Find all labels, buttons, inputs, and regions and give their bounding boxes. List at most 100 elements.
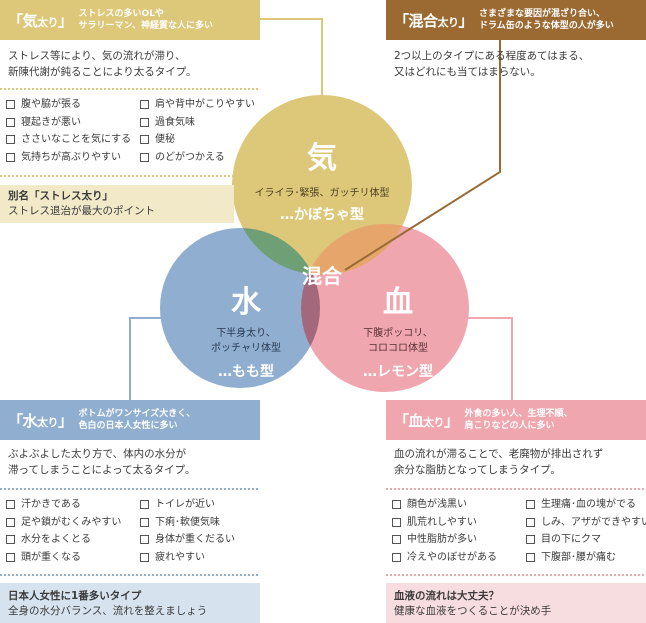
ketsu-divider [386,488,644,490]
mizu-connector-line [129,317,165,400]
checkbox-icon [526,517,535,527]
ketsu-header: 「血太り」 外食の多い人、生理不順、 肩こりなどの人に多い [386,400,646,440]
ketsu-checklist-left: 顔色が浅黒い 肌荒れしやすい 中性脂肪が多い 冷えやのぼせがある [392,496,522,566]
checkbox-icon [140,517,149,527]
checkbox-icon [140,152,149,162]
ketsu-divider-bottom [386,574,644,576]
ketsu-footer-title: 血液の流れは大丈夫？ [394,590,499,602]
ki-title: 「気太り」 [8,11,73,30]
checkbox-icon [140,117,149,127]
ki-footer-title: 別名「ストレス太り」 [8,190,113,202]
checkbox-icon [6,100,15,110]
checkbox-icon [526,500,535,510]
checkbox-icon [392,535,401,545]
mizu-description: ぶよぶよした太り方で、体内の水分が 滞ってしまうことによって太るタイプ。 [8,448,196,476]
mizu-footer: 日本人女性に1番多いタイプ 全身の水分バランス、流れを整えましょう [0,583,260,623]
list-item[interactable]: トイレが近い [140,496,260,514]
list-item[interactable]: 生理痛･血の塊がでる [526,496,646,514]
list-item[interactable]: 身体が重くだるい [140,531,260,549]
list-item[interactable]: 顔色が浅黒い [392,496,522,514]
mizu-title: 「水太り」 [8,411,73,430]
list-item[interactable]: 水分をよくとる [6,531,136,549]
checkbox-icon [140,500,149,510]
mizu-header-desc: ボトムがワンサイズ大きく、 色白の日本人女性に多い [78,409,196,431]
ketsu-sub-line1: 下腹ポッコリ、 [363,326,432,339]
list-item[interactable]: 肩や背中がこりやすい [140,96,260,114]
mizu-divider [0,488,258,490]
ki-header: 「気太り」 ストレスの多いOLや サラリーマン、神経質な人に多い [0,0,260,40]
ki-description: ストレス等により、気の流れが滞り、 新陳代謝が鈍ることにより太るタイプ。 [8,50,197,78]
ki-divider-bottom [0,175,258,177]
ki-ketsu-overlap [301,224,412,275]
mizu-type: …もも型 [218,363,274,380]
ketsu-connector-line [460,317,513,400]
checkbox-icon [140,535,149,545]
mizu-sub-line1: 下半身太り、 [216,326,276,339]
checkbox-icon [6,135,15,145]
checkbox-icon [6,152,15,162]
kongo-header-desc: さまざまな要因が混ざり合い、 ドラム缶のような体型の人が多い [479,9,614,31]
kongo-title: 「混合太り」 [394,11,474,30]
ki-checklist-right: 肩や背中がこりやすい 過食気味 便秘 のどがつかえる [140,96,260,166]
checkbox-icon [6,535,15,545]
list-item[interactable]: 下腹部･腰が痛む [526,549,646,567]
checkbox-icon [6,552,15,562]
ketsu-footer: 血液の流れは大丈夫？ 健康な血液をつくることが決め手 [386,583,646,623]
list-item[interactable]: 寝起きが悪い [6,114,136,132]
list-item[interactable]: ささいなことを気にする [6,131,136,149]
ki-connector-line [260,18,323,98]
mizu-divider-bottom [0,574,258,576]
kongo-description: 2つ以上のタイプにある程度あてはまる、 又はどれにも当てはまらない。 [394,50,590,78]
ketsu-type: …レモン型 [363,363,433,380]
list-item[interactable]: 汗かきである [6,496,136,514]
checkbox-icon [140,100,149,110]
checkbox-icon [392,500,401,510]
list-item[interactable]: 便秘 [140,131,260,149]
checkbox-icon [6,517,15,527]
list-item[interactable]: 中性脂肪が多い [392,531,522,549]
list-item[interactable]: しみ、アザができやすい [526,514,646,532]
checkbox-icon [526,535,535,545]
mizu-checklist-left: 汗かきである 足や鎖がむくみやすい 水分をよくとる 頭が重くなる [6,496,136,566]
list-item[interactable]: のどがつかえる [140,149,260,167]
checkbox-icon [140,135,149,145]
list-item[interactable]: 足や鎖がむくみやすい [6,514,136,532]
ki-type: …かぼちゃ型 [280,206,364,223]
list-item[interactable]: 下痢･軟便気味 [140,514,260,532]
list-item[interactable]: 腹や脇が張る [6,96,136,114]
list-item[interactable]: 冷えやのぼせがある [392,549,522,567]
ki-footer-body: ストレス退治が最大のポイント [8,205,155,217]
ketsu-checklist-right: 生理痛･血の塊がでる しみ、アザができやすい 目の下にクマ 下腹部･腰が痛む [526,496,646,566]
checkbox-icon [392,552,401,562]
mizu-checklist-right: トイレが近い 下痢･軟便気味 身体が重くだるい 疲れやすい [140,496,260,566]
checkbox-icon [526,552,535,562]
ki-header-desc: ストレスの多いOLや サラリーマン、神経質な人に多い [78,9,213,31]
ketsu-header-desc: 外食の多い人、生理不順、 肩こりなどの人に多い [464,409,573,431]
ketsu-label: 血 [383,285,413,320]
checkbox-icon [6,117,15,127]
kongo-header: 「混合太り」 さまざまな要因が混ざり合い、 ドラム缶のような体型の人が多い [386,0,646,40]
center-label: 混合 [302,264,343,288]
mizu-label: 水 [231,285,262,320]
ki-label: 気 [307,141,337,176]
list-item[interactable]: 疲れやすい [140,549,260,567]
ki-checklist-left: 腹や脇が張る 寝起きが悪い ささいなことを気にする 気持ちが高ぶりやすい [6,96,136,166]
mizu-sub-line2: ポッチャリ体型 [211,341,281,354]
list-item[interactable]: 頭が重くなる [6,549,136,567]
ketsu-sub-line2: コロコロ体型 [368,341,428,354]
mizu-circle [160,228,320,388]
ketsu-title: 「血太り」 [394,411,459,430]
ketsu-description: 血の流れが滞ることで、老廃物が排出されず 余分な脂肪となってしまうタイプ。 [394,448,604,476]
mizu-footer-title: 日本人女性に1番多いタイプ [8,590,142,602]
ki-sub: イライラ･緊張、ガッチリ体型 [255,186,390,199]
list-item[interactable]: 肌荒れしやすい [392,514,522,532]
checkbox-icon [140,552,149,562]
list-item[interactable]: 目の下にクマ [526,531,646,549]
mizu-footer-body: 全身の水分バランス、流れを整えましょう [8,605,208,617]
list-item[interactable]: 過食気味 [140,114,260,132]
kongo-connector-line [344,40,501,271]
mizu-header: 「水太り」 ボトムがワンサイズ大きく、 色白の日本人女性に多い [0,400,260,440]
list-item[interactable]: 気持ちが高ぶりやすい [6,149,136,167]
ketsu-footer-body: 健康な血液をつくることが決め手 [394,605,552,617]
